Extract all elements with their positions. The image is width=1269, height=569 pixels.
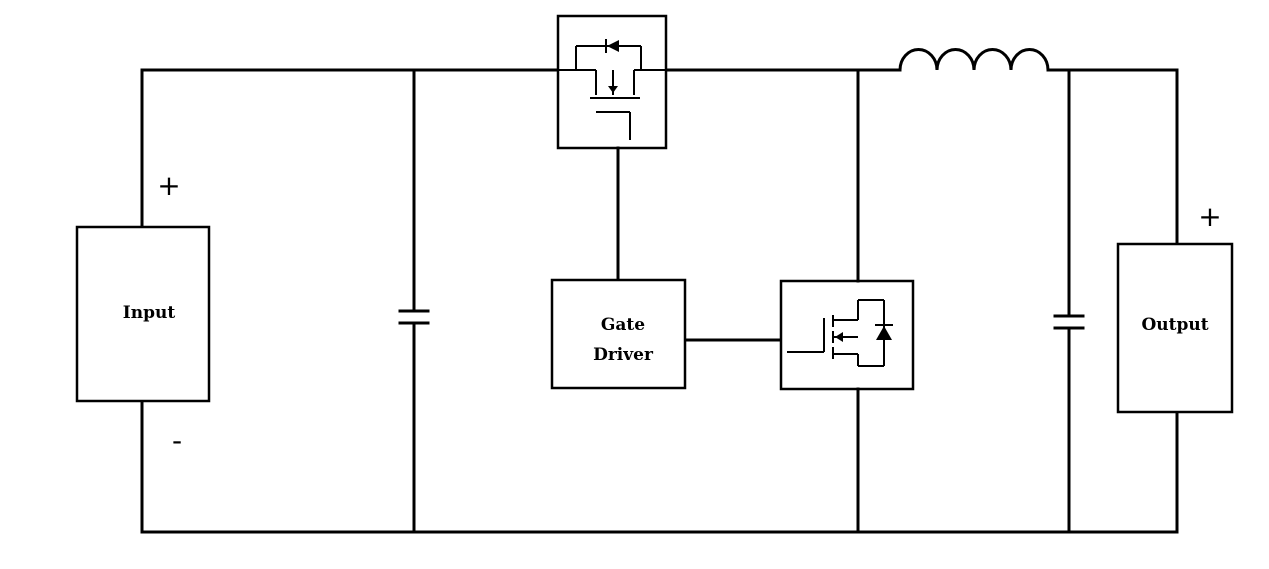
mosfet-symbol-icon [787,300,859,366]
input-box [75,225,211,403]
output-load: Output + [1116,68,1234,534]
gate-driver-label-line2: Driver [593,345,654,365]
low-side-mosfet [779,68,915,534]
output-capacitor [1053,68,1085,534]
body-diode-icon [575,39,642,70]
output-label: Output [1141,315,1208,335]
gate-driver: Gate Driver [550,278,687,390]
mosfet-symbol-icon [576,69,644,140]
inductor-icon [898,47,1050,72]
input-capacitor [398,68,430,534]
high-side-mosfet [556,14,668,150]
body-diode-icon [858,299,893,367]
low-side-mosfet-box [779,279,915,391]
input-minus-sign: - [172,424,182,457]
output-plus-sign: + [1198,200,1221,233]
output-box [1116,242,1234,414]
input-label: Input [123,303,176,323]
input-source: Input + - [75,68,211,534]
gate-driver-label-line1: Gate [601,315,645,335]
gate-driver-box [550,278,687,390]
input-plus-sign: + [157,169,180,202]
